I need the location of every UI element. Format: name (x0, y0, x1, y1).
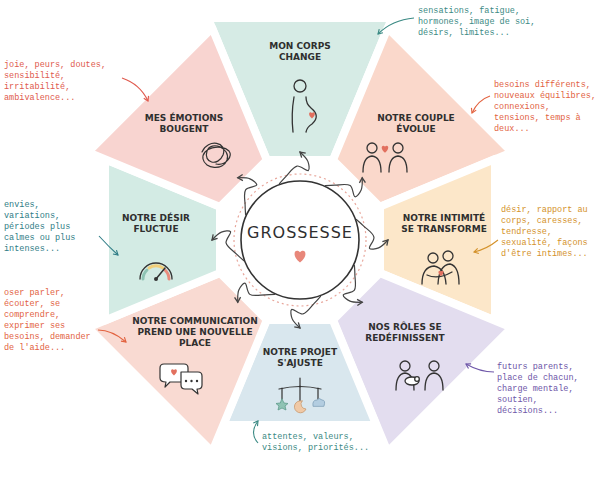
text-holder: MON CORPS CHANGE (250, 41, 350, 63)
text-holder: NOTRE PROJET S'AJUSTE (258, 347, 342, 369)
annotation-box: désir, rapport au corps, caresses, tendr… (501, 205, 598, 260)
annotation-text: sensations, fatigue, hormones, image de … (418, 6, 542, 39)
text-holder: MES ÉMOTIONS BOUGENT (138, 113, 230, 135)
text-holder: GROSSESSE (244, 224, 356, 242)
theme-segment: MES ÉMOTIONS BOUGENT (88, 28, 267, 207)
center-title: GROSSESSE (244, 224, 356, 242)
dot (190, 380, 192, 382)
segment-title: MES ÉMOTIONS BOUGENT (138, 113, 230, 135)
segment-title: NOTRE COMMUNICATION PREND UNE NOUVELLE P… (131, 316, 259, 349)
annotation-text: envies, variations, périodes plus calmes… (4, 200, 98, 255)
theme-segment: NOTRE COMMUNICATION PREND UNE NOUVELLE P… (88, 273, 267, 452)
segment-title: NOTRE INTIMITÉ SE TRANSFORME (396, 213, 492, 235)
center-circle: GROSSESSE (240, 180, 360, 300)
text-holder: NOTRE DÉSIR FLUCTUE (108, 213, 204, 235)
annotation-box: joie, peurs, doutes, sensibilité, irrita… (4, 60, 120, 104)
theme-segment: NOTRE INTIMITÉ SE TRANSFORME (380, 159, 495, 321)
hug-heart (438, 271, 443, 276)
baby (405, 377, 419, 385)
annotation-text: oser parler, écouter, se comprendre, exp… (4, 288, 96, 354)
dot (185, 380, 187, 382)
dot (196, 380, 198, 382)
segment-outline (88, 273, 267, 452)
theme-segment: NOTRE DÉSIR FLUCTUE (105, 159, 220, 321)
segment-title: MON CORPS CHANGE (250, 41, 350, 63)
annotation-box: sensations, fatigue, hormones, image de … (418, 6, 542, 39)
dotted-ring (234, 174, 366, 306)
text-holder: NOTRE COUPLE ÉVOLUE (370, 113, 462, 135)
annotation-box: envies, variations, périodes plus calmes… (4, 200, 98, 255)
segment-outline (208, 18, 392, 160)
annotation-box: futurs parents, place de chacun, charge … (497, 362, 597, 417)
segment-title: NOTRE DÉSIR FLUCTUE (108, 213, 204, 235)
annotation-text: désir, rapport au corps, caresses, tendr… (501, 205, 598, 260)
theme-segment: MON CORPS CHANGE (208, 18, 392, 160)
segment-title: NOTRE PROJET S'AJUSTE (258, 347, 342, 369)
baby-head (415, 377, 420, 382)
circle-shape (241, 181, 359, 299)
annotation-box: attentes, valeurs, visions, priorités... (262, 432, 374, 454)
gauge-pivot (154, 277, 158, 281)
segment-title: NOTRE COUPLE ÉVOLUE (370, 113, 462, 135)
annotation-box: oser parler, écouter, se comprendre, exp… (4, 288, 96, 354)
segment-shape (88, 28, 267, 207)
segment-title: NOS RÔLES SE REDÉFINISSENT (351, 322, 459, 344)
text-holder: NOS RÔLES SE REDÉFINISSENT (351, 322, 459, 344)
text-holder: NOTRE COMMUNICATION PREND UNE NOUVELLE P… (131, 316, 259, 349)
segment-outline (105, 159, 220, 321)
annotation-text: joie, peurs, doutes, sensibilité, irrita… (4, 60, 120, 104)
bubble-heart-icon (171, 369, 177, 375)
annotation-text: futurs parents, place de chacun, charge … (497, 362, 597, 417)
theme-segment: NOS RÔLES SE REDÉFINISSENT (333, 273, 512, 452)
annotation-text: besoins différents, nouveaux équilibres,… (494, 80, 598, 135)
text-holder: NOTRE INTIMITÉ SE TRANSFORME (396, 213, 492, 235)
segment-outline (333, 273, 512, 452)
annotation-text: attentes, valeurs, visions, priorités... (262, 432, 374, 454)
annotation-box: besoins différents, nouveaux équilibres,… (494, 80, 598, 135)
segment-outline (380, 159, 495, 321)
theme-segment: NOTRE COUPLE ÉVOLUE (333, 28, 512, 207)
